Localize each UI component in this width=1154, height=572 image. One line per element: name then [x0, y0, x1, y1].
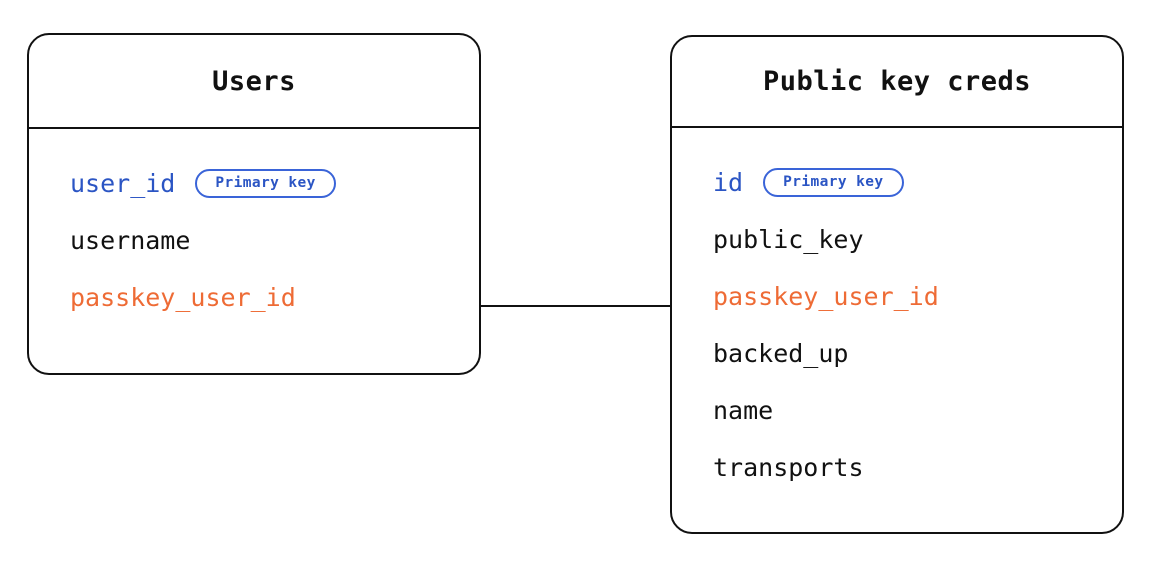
- field-name-passkey-user-id: passkey_user_id: [713, 282, 939, 311]
- field-row-backed-up[interactable]: backed_up: [713, 325, 1122, 382]
- field-row-user-id[interactable]: user_id Primary key: [70, 155, 479, 212]
- field-row-id[interactable]: id Primary key: [713, 154, 1122, 211]
- entity-title-public-key-creds: Public key creds: [762, 66, 1032, 97]
- entity-header-users: Users: [29, 35, 479, 129]
- entity-title-users: Users: [212, 65, 296, 97]
- field-row-name[interactable]: name: [713, 382, 1122, 439]
- field-name-user-id: user_id: [70, 169, 176, 198]
- primary-key-badge: Primary key: [195, 169, 336, 198]
- field-row-passkey-user-id[interactable]: passkey_user_id: [70, 269, 479, 326]
- entity-field-list-users: user_id Primary key username passkey_use…: [29, 129, 479, 373]
- entity-header-public-key-creds: Public key creds: [672, 37, 1122, 128]
- relationship-connector-users-public-key-creds: [479, 305, 672, 307]
- field-row-public-key[interactable]: public_key: [713, 211, 1122, 268]
- field-name-id: id: [713, 168, 744, 197]
- field-name-transports: transports: [713, 453, 864, 482]
- field-name-public-key: public_key: [713, 225, 864, 254]
- entity-box-public-key-creds[interactable]: Public key creds id Primary key public_k…: [670, 35, 1124, 534]
- field-name-username: username: [70, 226, 191, 255]
- field-row-passkey-user-id[interactable]: passkey_user_id: [713, 268, 1122, 325]
- field-name-passkey-user-id: passkey_user_id: [70, 283, 296, 312]
- field-row-username[interactable]: username: [70, 212, 479, 269]
- entity-field-list-public-key-creds: id Primary key public_key passkey_user_i…: [672, 128, 1122, 532]
- field-row-transports[interactable]: transports: [713, 439, 1122, 496]
- primary-key-badge: Primary key: [763, 168, 904, 197]
- entity-box-users[interactable]: Users user_id Primary key username passk…: [27, 33, 481, 375]
- field-name-backed-up: backed_up: [713, 339, 849, 368]
- field-name-name: name: [713, 396, 774, 425]
